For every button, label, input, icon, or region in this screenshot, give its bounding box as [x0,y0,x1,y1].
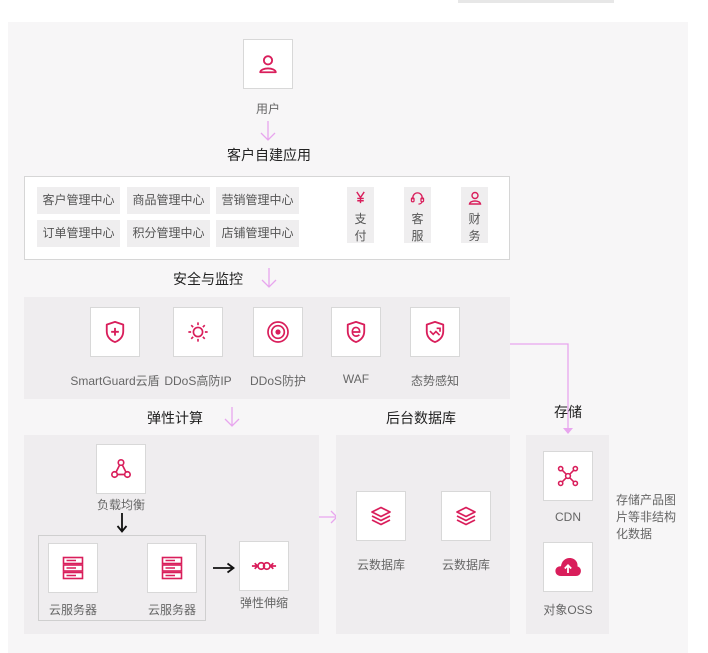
compute-panel [24,435,319,634]
database-title: 后台数据库 [386,410,456,426]
finance-chip[interactable]: 财 务 [461,187,488,243]
load-balancer-label: 负载均衡 [96,498,145,512]
storage-connector-arrow [510,343,573,434]
yen-icon [356,191,365,204]
module-chip[interactable]: 商品管理中心 [127,187,210,214]
layers-icon [456,506,476,526]
shield-plus-icon [105,320,125,343]
trend-shield-icon [425,320,445,343]
finance-char-1: 财 [468,212,481,226]
down-arrow-icon [260,121,276,141]
storage-note: 存储产品图 片等非结构 化数据 [616,492,676,543]
server-node[interactable] [147,543,197,593]
gear-icon [188,322,208,342]
server-node[interactable] [48,543,98,593]
server-label: 云服务器 [147,603,196,617]
pay-char-2: 付 [354,229,367,243]
security-item-label: DDoS高防IP [164,374,232,388]
cloud-db-node[interactable] [441,491,491,541]
storage-note-line: 存储产品图 [616,493,677,507]
server-icon [62,556,84,580]
cdn-label: CDN [555,510,581,524]
security-item-label: 态势感知 [410,374,459,388]
oss-node[interactable] [543,542,593,592]
security-title: 安全与监控 [173,271,243,287]
finance-char-2: 务 [468,229,481,243]
module-chip[interactable]: 客户管理中心 [37,187,120,214]
service-chip[interactable]: 客 服 [404,187,431,243]
server-label: 云服务器 [48,603,97,617]
situation-awareness-node[interactable] [410,307,460,357]
user-icon [259,55,277,74]
right-arrow-black-icon [213,562,235,574]
smartguard-node[interactable] [90,307,140,357]
user-node[interactable] [243,39,293,89]
storage-note-line: 片等非结构 [616,510,677,524]
cdn-network-icon [557,465,579,487]
headset-icon [410,192,425,205]
module-chip[interactable]: 订单管理中心 [37,220,120,247]
down-arrow-icon [224,407,240,427]
ddos-protection-node[interactable] [253,307,303,357]
compute-title: 弹性计算 [147,410,203,426]
layers-icon [371,506,391,526]
waf-node[interactable] [331,307,381,357]
module-chip[interactable]: 营销管理中心 [216,187,299,214]
user-label: 用户 [255,102,280,116]
waf-shield-icon [346,320,366,343]
scaling-icon [251,561,277,571]
load-balancer-node[interactable] [96,444,146,494]
module-chip[interactable]: 店铺管理中心 [216,220,299,247]
module-chip[interactable]: 积分管理中心 [127,220,210,247]
cdn-node[interactable] [543,451,593,501]
auto-scaling-label: 弹性伸缩 [239,596,288,610]
security-item-label: WAF [342,372,370,386]
ddos-ip-node[interactable] [173,307,223,357]
storage-note-line: 化数据 [616,527,653,541]
cloud-db-label: 云数据库 [356,558,405,572]
storage-title: 存储 [554,404,582,420]
target-icon [267,321,289,343]
cloud-db-label: 云数据库 [441,558,490,572]
person-icon [468,191,482,205]
cloud-db-node[interactable] [356,491,406,541]
top-scroll-indicator [458,0,614,3]
pay-char-1: 支 [354,212,367,226]
server-group [38,535,206,621]
security-item-label: SmartGuard云盾 [70,374,160,388]
cloud-upload-icon [555,557,581,576]
network-nodes-icon [111,459,131,479]
down-arrow-icon [261,268,277,288]
oss-label: 对象OSS [543,603,593,617]
client-apps-title: 客户自建应用 [227,147,311,163]
service-char-2: 服 [411,229,424,243]
down-arrow-black-icon [116,513,128,533]
pay-chip[interactable]: 支 付 [347,187,374,243]
server-icon [161,556,183,580]
service-char-1: 客 [411,212,424,226]
auto-scaling-node[interactable] [239,541,289,591]
security-item-label: DDoS防护 [249,374,306,388]
